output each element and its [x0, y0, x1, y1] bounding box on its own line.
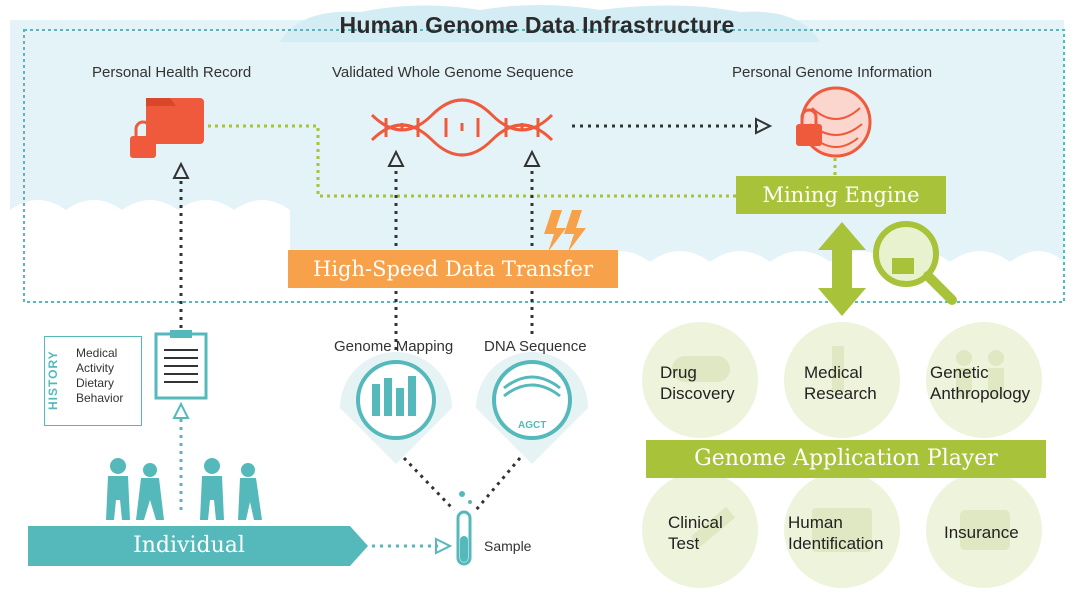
app-drug-line1: Drug — [660, 363, 697, 382]
app-human-line1: Human — [788, 513, 843, 532]
history-item-dietary: Dietary — [76, 376, 115, 390]
label-whole-genome-sequence: Validated Whole Genome Sequence — [332, 64, 574, 81]
app-genetic-line1: Genetic — [930, 363, 989, 382]
history-box — [44, 336, 142, 426]
app-genetic-anthropology: Genetic Anthropology — [930, 362, 1030, 404]
app-human-identification: Human Identification — [788, 512, 883, 554]
application-icons — [672, 346, 1010, 552]
folder-lock-icon — [130, 98, 204, 158]
app-clinical-line1: Clinical — [668, 513, 723, 532]
lightning-icon — [544, 210, 586, 252]
app-medical-line2: Research — [804, 384, 877, 403]
cloud-top-bump — [280, 5, 820, 42]
data-transfer-banner: High-Speed Data Transfer — [288, 250, 618, 288]
label-dna-sequence: DNA Sequence — [484, 338, 587, 355]
dna-helix-icon — [370, 98, 554, 157]
dna-sequence-icon — [476, 352, 588, 464]
app-drug-line2: Discovery — [660, 384, 735, 403]
label-genome-mapping: Genome Mapping — [334, 338, 454, 355]
page-title: Human Genome Data Infrastructure — [339, 12, 735, 38]
history-list: Medical Activity Dietary Behavior — [76, 346, 123, 406]
history-heading: HISTORY — [46, 350, 60, 410]
mining-engine-banner: Mining Engine — [736, 176, 946, 214]
app-insurance: Insurance — [944, 522, 1019, 543]
infrastructure-border — [23, 29, 1065, 303]
label-agct: AGCT — [518, 420, 547, 431]
clipboard-icon — [154, 330, 208, 400]
magnifier-icon — [873, 221, 957, 305]
app-insurance-line1: Insurance — [944, 523, 1019, 542]
history-item-activity: Activity — [76, 361, 115, 375]
people-icon — [106, 458, 262, 520]
double-arrow-icon — [818, 222, 866, 316]
app-drug-discovery: Drug Discovery — [660, 362, 735, 404]
app-human-line2: Identification — [788, 534, 884, 553]
genome-mapping-icon — [340, 352, 452, 464]
app-medical-research: Medical Research — [804, 362, 877, 404]
individual-banner: Individual — [28, 526, 350, 566]
genome-lock-icon — [796, 86, 872, 158]
app-clinical-line2: Test — [668, 534, 700, 553]
history-item-medical: Medical — [76, 346, 118, 360]
app-clinical-test: Clinical Test — [668, 512, 723, 554]
label-sample: Sample — [484, 538, 532, 554]
history-item-behavior: Behavior — [76, 391, 124, 405]
test-tube-icon — [456, 491, 472, 566]
app-medical-line1: Medical — [804, 363, 863, 382]
label-personal-health-record: Personal Health Record — [92, 64, 252, 81]
label-personal-genome-information: Personal Genome Information — [732, 64, 933, 81]
app-genetic-line2: Anthropology — [930, 384, 1031, 403]
application-player-banner: Genome Application Player — [646, 440, 1046, 478]
